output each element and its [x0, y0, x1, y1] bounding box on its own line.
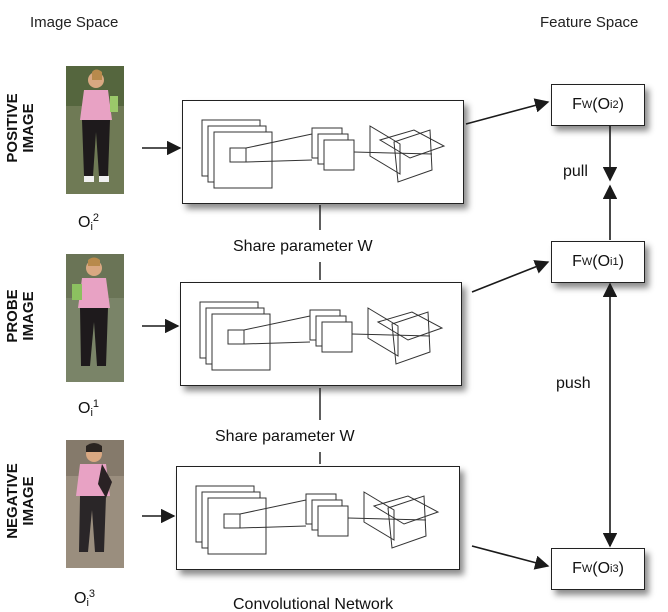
positive-variable: Oi2 [78, 212, 100, 233]
push-label: push [556, 375, 591, 392]
probe-person-image [66, 254, 124, 382]
negative-variable: Oi3 [74, 588, 96, 609]
negative-person-image [66, 440, 124, 568]
positive-person-image [66, 66, 124, 194]
convolutional-network-label: Convolutional Network [233, 596, 394, 612]
feature-space-header: Feature Space [540, 14, 639, 31]
cnn-layers-probe [199, 301, 444, 371]
probe-variable: Oi1 [78, 398, 100, 419]
share-parameter-label-1: Share parameter W [233, 238, 373, 255]
image-space-header: Image Space [30, 14, 119, 31]
cnn-layers-negative [195, 485, 440, 555]
arrow-cnn-to-feature-positive [465, 98, 550, 125]
cnn-layers-positive [201, 119, 446, 189]
share-parameter-label-2: Share parameter W [215, 428, 355, 445]
arrow-cnn-to-feature-negative [471, 545, 550, 570]
arrow-cnn-to-feature-probe [471, 260, 550, 293]
pull-label: pull [563, 163, 588, 180]
